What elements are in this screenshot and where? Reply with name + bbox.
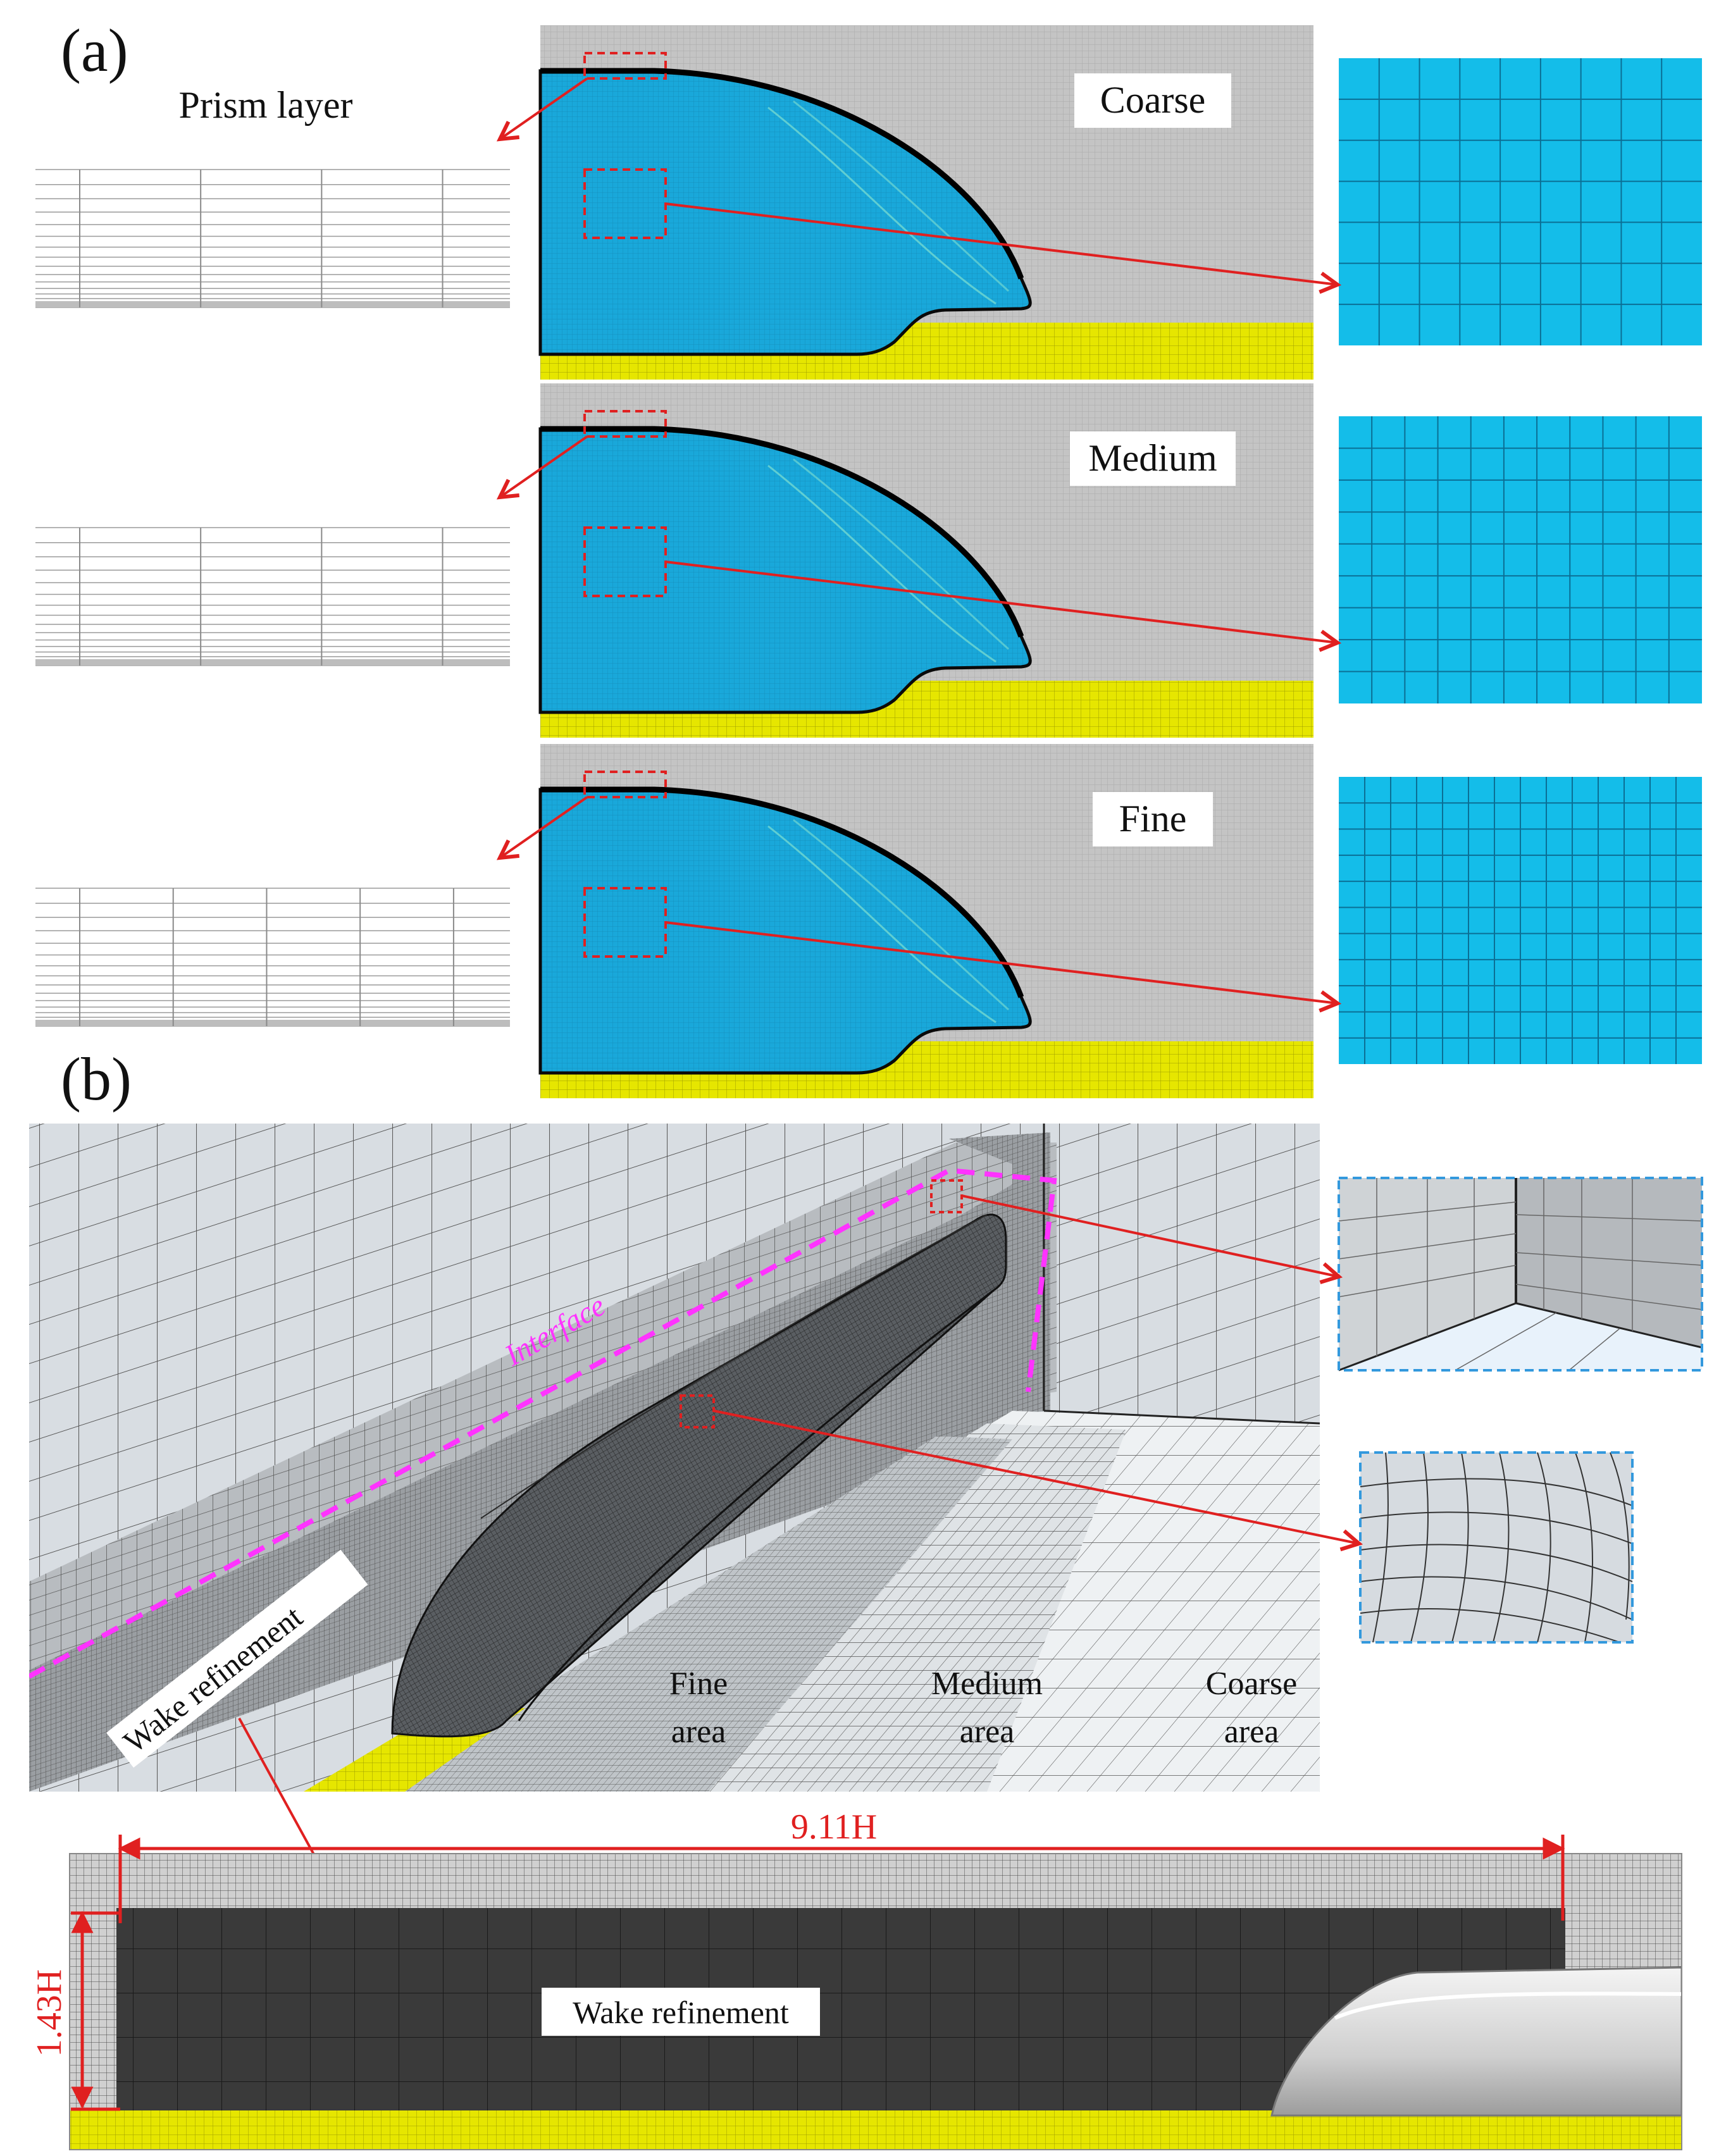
prism-wall-band bbox=[35, 659, 510, 666]
3d-mesh-view: Interface Wake refinement Fine area Medi… bbox=[29, 1124, 1320, 1792]
length-dimension-label: 9.11H bbox=[791, 1807, 877, 1847]
refinement-streak bbox=[793, 819, 1010, 1011]
ground-strip-2d bbox=[70, 2110, 1682, 2150]
surface-zoom-arrow bbox=[713, 1409, 1359, 1544]
height-dimension-label: 1.43H bbox=[30, 1969, 69, 2057]
coarse-area-line2: area bbox=[1224, 1714, 1279, 1750]
prism-layer-strip bbox=[35, 169, 510, 308]
refinement-streak bbox=[767, 825, 996, 1024]
train-ridge-line bbox=[480, 1214, 988, 1519]
panel-b-label: (b) bbox=[61, 1045, 132, 1113]
refinement-streak bbox=[793, 100, 1010, 292]
train-side-profile bbox=[1270, 1966, 1682, 2117]
corner-fine-mesh bbox=[949, 1132, 1050, 1414]
2d-side-view: 9.11H 1.43H Wake refinement bbox=[30, 1807, 1682, 2150]
row-fine: Fine bbox=[35, 744, 1702, 1098]
coarse-area-line1: Coarse bbox=[1206, 1666, 1297, 1702]
prism-zoom-marker bbox=[583, 52, 667, 80]
resolution-label-bg bbox=[1093, 792, 1213, 846]
prism-zoom-arrow bbox=[500, 796, 588, 858]
prism-wall-band bbox=[35, 1020, 510, 1026]
resolution-label: Fine bbox=[1119, 798, 1187, 839]
corner-zoom-edge-r bbox=[1515, 1302, 1703, 1349]
fine-area-line2: area bbox=[671, 1714, 726, 1750]
train-highlight bbox=[1334, 1992, 1682, 2020]
prism-layer-strip bbox=[35, 527, 510, 666]
train-roof-edge bbox=[540, 68, 1024, 280]
prism-wall-band bbox=[35, 301, 510, 307]
wake-label-bg bbox=[106, 1549, 368, 1768]
corner-zoom-arrow bbox=[961, 1194, 1339, 1277]
interior-zoom-arrow bbox=[665, 921, 1338, 1003]
refinement-streak bbox=[767, 106, 996, 305]
interface-boundary bbox=[29, 1167, 1057, 1679]
interior-zoom-arrow bbox=[665, 202, 1338, 285]
corner-zoom-grid bbox=[1338, 1178, 1703, 1371]
area-labels: Fine area Medium area Coarse area bbox=[669, 1666, 1297, 1750]
corner-zoom-border bbox=[1338, 1177, 1703, 1372]
wake-label-2d: Wake refinement bbox=[573, 1995, 789, 2030]
prism-zoom-marker bbox=[583, 410, 667, 438]
prism-layer-title: Prism layer bbox=[179, 84, 353, 126]
corner-zoom-box bbox=[1338, 1177, 1703, 1372]
corner-zoom-right-wall bbox=[1516, 1178, 1702, 1348]
train-roof-edge bbox=[540, 426, 1024, 638]
floor-corner-line bbox=[1043, 1409, 1320, 1425]
wake-label-2d-bg bbox=[542, 1988, 820, 2036]
refinement-streak bbox=[767, 464, 996, 663]
row-coarse: Coarse bbox=[35, 25, 1702, 380]
prism-layer-strip bbox=[35, 888, 510, 1027]
interior-zoom-box bbox=[1339, 58, 1702, 345]
interior-zoom-box bbox=[1339, 416, 1702, 703]
refinement-streak bbox=[793, 458, 1010, 650]
train-edge-line bbox=[518, 1289, 994, 1721]
resolution-label-bg bbox=[1074, 73, 1231, 128]
resolution-label: Coarse bbox=[1100, 79, 1206, 121]
train-surface-mesh bbox=[391, 1213, 1007, 1738]
row-medium: Medium bbox=[35, 383, 1702, 738]
fine-floor-mesh bbox=[380, 1436, 1012, 1792]
train-roof-edge bbox=[540, 786, 1024, 998]
surface-zoom-grid bbox=[1360, 1452, 1633, 1643]
prism-zoom-arrow bbox=[500, 77, 588, 139]
prism-zoom-arrow bbox=[500, 435, 588, 497]
medium-area-line2: area bbox=[960, 1714, 1015, 1750]
resolution-label-bg bbox=[1070, 431, 1236, 486]
prism-zoom-marker bbox=[583, 771, 667, 798]
medium-area-line1: Medium bbox=[931, 1666, 1043, 1702]
interior-zoom-arrow bbox=[665, 561, 1338, 643]
fine-area-line1: Fine bbox=[669, 1666, 728, 1702]
panel-a-label: (a) bbox=[61, 16, 128, 84]
surface-zoom-box bbox=[1359, 1451, 1634, 1644]
corner-zoom-floor bbox=[1339, 1303, 1702, 1370]
resolution-label: Medium bbox=[1088, 437, 1217, 479]
